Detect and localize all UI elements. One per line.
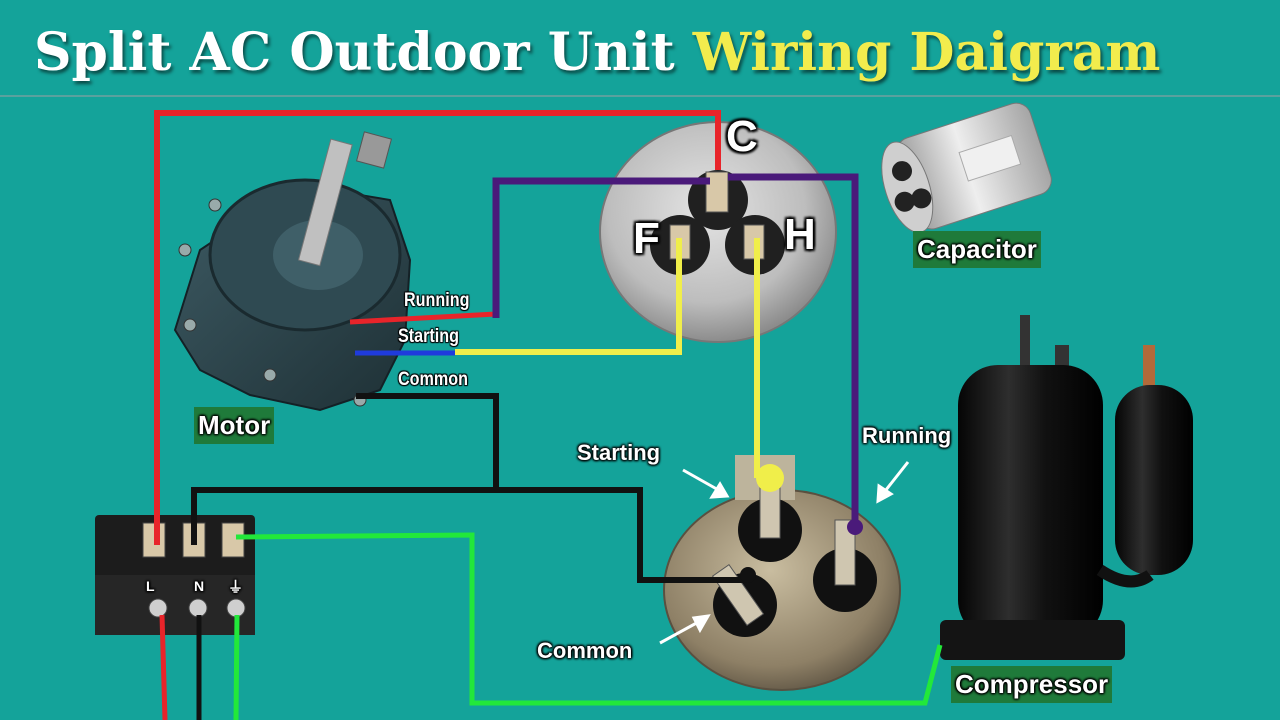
starting-terminal-dot bbox=[756, 464, 784, 492]
neutral-common-wire bbox=[356, 393, 499, 487]
motor-running-label: Running bbox=[404, 290, 470, 311]
capacitor-terminal-h: H bbox=[784, 210, 816, 259]
motor-starting-label: Starting bbox=[398, 326, 460, 347]
pointer-arrows bbox=[659, 461, 910, 645]
motor-label: Motor bbox=[194, 407, 275, 444]
fan-starting-wire bbox=[455, 238, 682, 355]
capacitor-label: Capacitor bbox=[913, 231, 1041, 268]
title-part2: Wiring Daigram bbox=[692, 22, 1161, 83]
page-title: Split AC Outdoor Unit Wiring Daigram bbox=[34, 22, 1160, 83]
compressor-terminal-block bbox=[663, 455, 901, 691]
compressor-label: Compressor bbox=[951, 666, 1113, 703]
compressor-running-label: Running bbox=[862, 423, 952, 448]
herm-running-wire bbox=[492, 177, 710, 318]
earth-wire bbox=[235, 532, 943, 706]
capacitor-photo bbox=[881, 102, 1052, 233]
capacitor-terminal-c: C bbox=[726, 112, 758, 161]
fan-motor bbox=[173, 131, 412, 412]
terminal-l-label: L bbox=[146, 578, 155, 594]
compressor-common-label: Common bbox=[537, 638, 633, 663]
compressor-starting-label: Starting bbox=[577, 440, 661, 465]
live-wire bbox=[154, 110, 721, 545]
terminal-dot-common bbox=[740, 567, 756, 583]
compressor-body bbox=[940, 315, 1193, 660]
wires bbox=[154, 110, 943, 720]
title-part1: Split AC Outdoor Unit bbox=[34, 22, 675, 83]
capacitor-terminal-f: F bbox=[633, 214, 660, 263]
running-wire-red bbox=[349, 311, 497, 325]
terminal-n-label: N bbox=[194, 578, 205, 594]
live-wire-out bbox=[159, 614, 168, 720]
motor-common-label: Common bbox=[398, 369, 468, 390]
terminal-earth-label: ⏚ bbox=[228, 579, 244, 596]
compressor-running-wire bbox=[728, 173, 859, 527]
terminal-dot-running bbox=[847, 519, 863, 535]
terminal-block bbox=[95, 515, 255, 635]
earth-wire-out bbox=[233, 614, 240, 720]
title-divider bbox=[0, 95, 1280, 97]
